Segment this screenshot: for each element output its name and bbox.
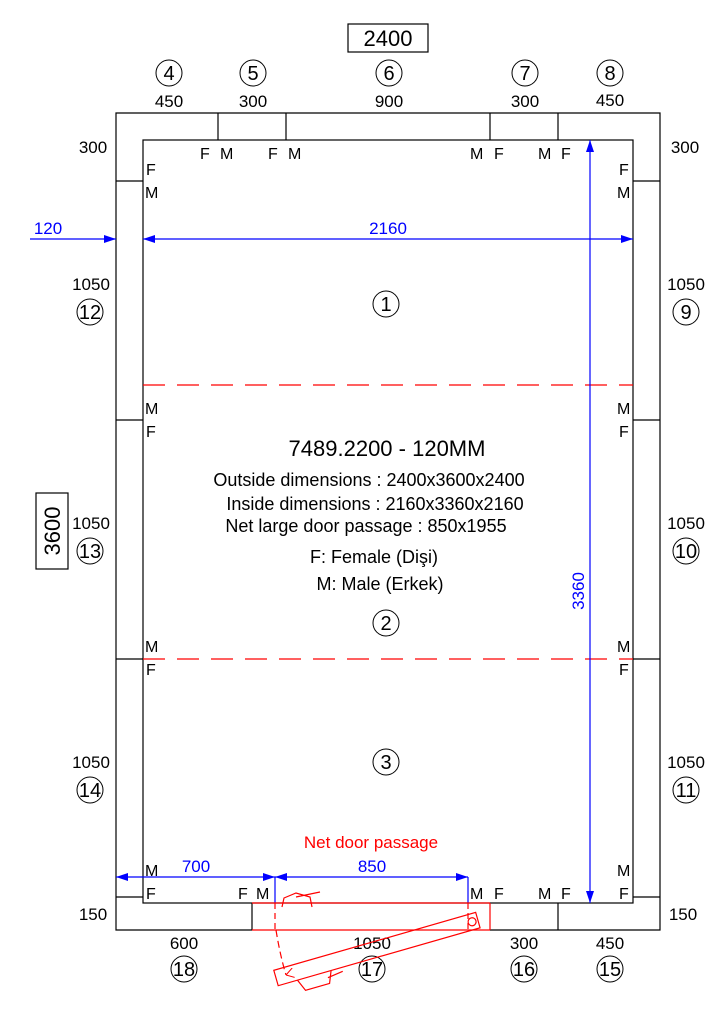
svg-text:F: F [146, 162, 156, 179]
svg-text:3600: 3600 [40, 507, 65, 556]
svg-text:F: F [268, 146, 278, 163]
overall-width-box: 2400 [347, 23, 429, 53]
svg-text:F: F [619, 662, 629, 679]
svg-text:850: 850 [358, 857, 386, 876]
svg-text:M: M [145, 639, 158, 656]
door-swing: Net door passage [252, 833, 490, 992]
info-block: 7489.2200 - 120MM Outside dimensions : 2… [213, 436, 524, 594]
svg-text:M: M [470, 146, 483, 163]
svg-text:M: M [538, 886, 551, 903]
svg-text:1050: 1050 [72, 753, 110, 772]
dimension-lines: 120 2160 3360 700 850 [30, 140, 633, 903]
floor-section-labels: 1 2 3 [372, 290, 400, 776]
svg-text:450: 450 [596, 91, 624, 110]
svg-text:600: 600 [170, 934, 198, 953]
svg-text:Inside dimensions : 2160x3360x: Inside dimensions : 2160x3360x2160 [226, 494, 523, 514]
svg-text:M: M [617, 185, 630, 202]
svg-text:12: 12 [79, 302, 101, 324]
svg-text:450: 450 [596, 934, 624, 953]
svg-text:300: 300 [510, 934, 538, 953]
svg-text:15: 15 [599, 959, 621, 981]
svg-text:M: M [220, 146, 233, 163]
svg-text:900: 900 [375, 92, 403, 111]
svg-text:M: M [617, 863, 630, 880]
svg-text:9: 9 [680, 302, 691, 324]
svg-text:M: Male (Erkek): M: Male (Erkek) [316, 574, 443, 594]
svg-text:16: 16 [513, 959, 535, 981]
svg-text:M: M [145, 401, 158, 418]
svg-text:F: Female (Dişi): F: Female (Dişi) [310, 547, 438, 567]
svg-text:10: 10 [675, 541, 697, 563]
svg-text:3360: 3360 [569, 572, 588, 610]
svg-text:F: F [494, 146, 504, 163]
svg-text:13: 13 [79, 541, 101, 563]
svg-text:450: 450 [155, 92, 183, 111]
corner-sizes: 300 300 150 150 [79, 138, 699, 924]
svg-text:F: F [238, 886, 248, 903]
svg-text:F: F [200, 146, 210, 163]
svg-text:150: 150 [79, 905, 107, 924]
svg-text:M: M [538, 146, 551, 163]
svg-text:4: 4 [163, 63, 174, 85]
svg-text:M: M [617, 639, 630, 656]
svg-text:F: F [494, 886, 504, 903]
svg-text:Net large door passage : 850x1: Net large door passage : 850x1955 [225, 516, 506, 536]
svg-text:120: 120 [34, 219, 62, 238]
svg-text:7489.2200 - 120MM: 7489.2200 - 120MM [289, 436, 486, 461]
svg-text:M: M [288, 146, 301, 163]
left-panel-labels: 1050 12 1050 13 1050 14 [72, 275, 110, 804]
svg-text:F: F [561, 886, 571, 903]
bottom-panel-labels: 600 18 1050 17 300 16 450 15 [170, 934, 624, 983]
svg-text:7: 7 [519, 63, 530, 85]
svg-text:M: M [256, 886, 269, 903]
svg-text:M: M [470, 886, 483, 903]
svg-text:Net door passage: Net door passage [304, 833, 438, 852]
svg-text:1050: 1050 [667, 514, 705, 533]
svg-text:300: 300 [671, 138, 699, 157]
svg-text:1050: 1050 [667, 753, 705, 772]
svg-text:F: F [561, 146, 571, 163]
section-dividers [143, 384, 633, 660]
walls [115, 112, 661, 931]
svg-text:3: 3 [380, 752, 391, 774]
svg-text:5: 5 [247, 63, 258, 85]
svg-text:Outside dimensions : 2400x3600: Outside dimensions : 2400x3600x2400 [213, 470, 524, 490]
svg-text:2: 2 [380, 613, 391, 635]
svg-text:1050: 1050 [667, 275, 705, 294]
svg-text:F: F [146, 424, 156, 441]
svg-text:18: 18 [173, 959, 195, 981]
svg-text:700: 700 [182, 857, 210, 876]
svg-text:M: M [617, 401, 630, 418]
right-panel-labels: 1050 9 1050 10 1050 11 [667, 275, 705, 804]
svg-text:F: F [146, 886, 156, 903]
svg-text:150: 150 [669, 905, 697, 924]
overall-length-box: 3600 [35, 492, 69, 570]
svg-text:1050: 1050 [72, 514, 110, 533]
svg-text:M: M [145, 185, 158, 202]
svg-text:1: 1 [380, 294, 391, 316]
svg-text:300: 300 [239, 92, 267, 111]
svg-text:6: 6 [383, 63, 394, 85]
svg-text:17: 17 [361, 959, 383, 981]
svg-text:11: 11 [676, 780, 697, 802]
svg-text:14: 14 [79, 780, 101, 802]
svg-text:1050: 1050 [72, 275, 110, 294]
svg-text:8: 8 [604, 63, 615, 85]
svg-text:300: 300 [511, 92, 539, 111]
svg-text:2400: 2400 [364, 26, 413, 51]
svg-text:300: 300 [79, 138, 107, 157]
svg-text:2160: 2160 [369, 219, 407, 238]
svg-text:F: F [619, 424, 629, 441]
svg-text:1050: 1050 [353, 934, 391, 953]
top-panel-labels: 4 450 5 300 6 900 7 300 8 450 [155, 59, 624, 111]
svg-text:F: F [619, 162, 629, 179]
svg-text:F: F [619, 886, 629, 903]
svg-text:F: F [146, 662, 156, 679]
